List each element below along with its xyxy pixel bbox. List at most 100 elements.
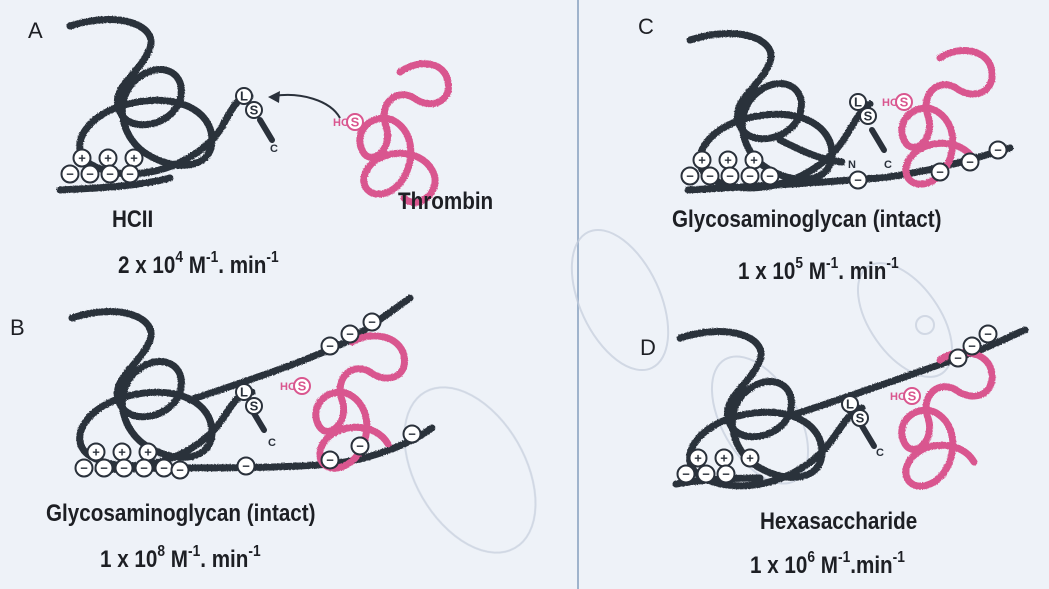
panel-letter-d: D (640, 335, 656, 361)
negative-charge-marker: − (322, 338, 339, 355)
negative-charge-marker: − (62, 166, 79, 183)
svg-text:L: L (240, 89, 248, 104)
panel-a-ser-residue: S (246, 102, 262, 118)
svg-text:−: − (100, 461, 108, 476)
svg-text:−: − (242, 459, 250, 474)
c-terminus-label: C (884, 159, 892, 171)
negative-charge-marker: − (172, 462, 189, 479)
negative-charge-marker: − (342, 326, 359, 343)
positive-charge-marker: + (88, 444, 105, 461)
svg-text:−: − (682, 467, 690, 482)
thrombin-ser-residue: S (294, 378, 310, 394)
thrombin-label: Thrombin (398, 188, 493, 216)
svg-text:L: L (854, 95, 862, 110)
caption-b: Glycosaminoglycan (intact) (46, 500, 316, 528)
svg-text:−: − (746, 169, 754, 184)
svg-text:−: − (936, 165, 944, 180)
negative-charge-marker: − (116, 460, 133, 477)
negative-charge-marker: − (238, 458, 255, 475)
negative-charge-marker: − (136, 460, 153, 477)
svg-text:−: − (160, 461, 168, 476)
svg-text:+: + (750, 153, 758, 168)
negative-charge-marker: − (702, 168, 719, 185)
c-terminus-label: C (270, 143, 278, 155)
svg-text:+: + (694, 451, 702, 466)
svg-text:L: L (240, 385, 248, 400)
negative-charge-marker: − (322, 452, 339, 469)
attack-arrow (268, 91, 340, 118)
negative-charge-marker: − (950, 350, 967, 367)
svg-text:−: − (356, 439, 364, 454)
svg-text:+: + (144, 445, 152, 460)
svg-text:−: − (686, 169, 694, 184)
positive-charge-marker: + (720, 152, 737, 169)
svg-text:−: − (126, 167, 134, 182)
negative-charge-marker: − (678, 466, 695, 483)
negative-charge-marker: − (990, 142, 1007, 159)
svg-text:S: S (856, 411, 865, 426)
negative-charge-marker: − (352, 438, 369, 455)
caption-d: Hexasaccharide (760, 508, 917, 536)
negative-charge-marker: − (932, 164, 949, 181)
negative-charge-marker: − (404, 426, 421, 443)
svg-text:−: − (106, 167, 114, 182)
positive-charge-marker: + (746, 152, 763, 169)
panel-letter-c: C (638, 14, 654, 40)
negative-charge-marker: − (742, 168, 759, 185)
positive-charge-marker: + (742, 450, 759, 467)
svg-text:+: + (78, 151, 86, 166)
negative-charge-marker: − (722, 168, 739, 185)
svg-text:−: − (726, 169, 734, 184)
svg-text:+: + (130, 151, 138, 166)
svg-text:−: − (326, 339, 334, 354)
svg-text:S: S (250, 399, 259, 414)
negative-charge-marker: − (364, 314, 381, 331)
positive-charge-marker: + (694, 152, 711, 169)
thrombin-ser-residue: S (904, 388, 920, 404)
negative-charge-marker: − (718, 466, 735, 483)
svg-text:S: S (250, 103, 259, 118)
svg-text:−: − (968, 339, 976, 354)
svg-text:+: + (118, 445, 126, 460)
panel-d-ser-residue: S (852, 410, 868, 426)
positive-charge-marker: + (690, 450, 707, 467)
svg-text:L: L (846, 397, 854, 412)
panel-b-ser-residue: S (246, 398, 262, 414)
negative-charge-marker: − (96, 460, 113, 477)
positive-charge-marker: + (114, 444, 131, 461)
svg-text:−: − (86, 167, 94, 182)
svg-text:+: + (720, 451, 728, 466)
svg-text:+: + (104, 151, 112, 166)
svg-text:−: − (766, 169, 774, 184)
svg-text:−: − (722, 467, 730, 482)
svg-text:S: S (298, 379, 307, 394)
svg-text:−: − (326, 453, 334, 468)
panel-letter-a: A (28, 18, 43, 44)
rate-constant-b: 1 x 108 M-1. min-1 (100, 546, 261, 574)
hcii-label: HCII (112, 206, 153, 234)
positive-charge-marker: + (74, 150, 91, 167)
caption-c: Glycosaminoglycan (intact) (672, 206, 942, 234)
positive-charge-marker: + (716, 450, 733, 467)
svg-text:+: + (698, 153, 706, 168)
svg-text:−: − (368, 315, 376, 330)
svg-text:S: S (908, 389, 917, 404)
svg-text:−: − (66, 167, 74, 182)
svg-text:−: − (80, 461, 88, 476)
thrombin-ser-residue: S (896, 94, 912, 110)
svg-text:−: − (346, 327, 354, 342)
svg-text:S: S (900, 95, 909, 110)
svg-text:+: + (746, 451, 754, 466)
svg-text:−: − (702, 467, 710, 482)
negative-charge-marker: − (762, 168, 779, 185)
svg-text:−: − (140, 461, 148, 476)
panel-letter-b: B (10, 315, 25, 341)
svg-text:+: + (92, 445, 100, 460)
thrombin-ser-residue: S (347, 114, 363, 130)
svg-text:−: − (984, 327, 992, 342)
rate-constant-c: 1 x 105 M-1. min-1 (738, 258, 899, 286)
c-terminus-label: C (876, 447, 884, 459)
svg-text:−: − (854, 173, 862, 188)
rate-constant-a: 2 x 104 M-1. min-1 (118, 252, 279, 280)
